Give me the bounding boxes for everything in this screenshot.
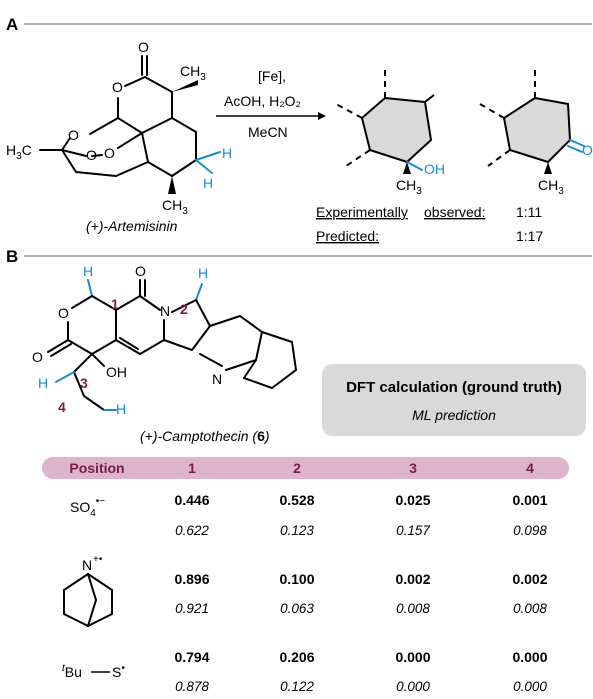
atom-o-ketal: O <box>68 127 79 143</box>
product-ch3-a: CH3 <box>396 177 422 197</box>
legend-ml-label: ML prediction <box>412 407 496 423</box>
table-values: 0.446 0.528 0.025 0.001 0.622 0.123 0.157 0.098… <box>174 492 547 694</box>
reagent-tbus: tBu S• <box>62 663 125 680</box>
panel-a: A O O CH3 H <box>6 15 593 244</box>
dft-value-r3-c2: 0.206 <box>279 649 314 665</box>
header-2: 2 <box>293 460 301 476</box>
observed-label: observed: <box>424 204 485 220</box>
header-1: 1 <box>188 460 196 476</box>
product-oh: OH <box>424 161 445 177</box>
atom-o-carbonyl-E: O <box>32 349 43 365</box>
ml-value-r1-c1: 0.622 <box>175 523 209 538</box>
header-3: 3 <box>409 460 417 476</box>
atom-oh: OH <box>106 364 127 380</box>
svg-text:+•: +• <box>93 554 103 565</box>
header-4: 4 <box>526 460 534 476</box>
ml-value-r2-c1: 0.921 <box>175 601 209 616</box>
atom-o-peroxide-2: O <box>86 147 97 163</box>
atom-o-lactone: O <box>112 79 123 95</box>
atom-h-pos3: H <box>38 375 48 391</box>
atom-o-carbonyl: O <box>138 39 149 55</box>
dft-value-r2-c1: 0.896 <box>174 571 209 587</box>
atom-h-pos2: H <box>198 265 208 281</box>
predicted-label: Predicted: <box>316 228 379 244</box>
atom-h-pos1: H <box>83 263 93 279</box>
dft-value-r1-c4: 0.001 <box>512 492 547 508</box>
dft-value-r1-c1: 0.446 <box>174 492 209 508</box>
header-position: Position <box>69 460 124 476</box>
position-2-label: 2 <box>180 301 188 317</box>
ml-value-r2-c4: 0.008 <box>513 601 547 616</box>
predicted-ratio: 1:17 <box>516 228 543 244</box>
legend-dft-label: DFT calculation (ground truth) <box>346 379 562 396</box>
position-4-label: 4 <box>58 399 66 415</box>
reagent-sulfate: SO4•− <box>70 496 105 519</box>
ml-value-r2-c3: 0.008 <box>396 601 430 616</box>
ml-value-r3-c4: 0.000 <box>513 679 547 694</box>
product-ketone: O CH3 <box>479 66 593 197</box>
ml-value-r3-c3: 0.000 <box>396 679 430 694</box>
atom-h-blue-2: H <box>203 175 213 191</box>
panel-b-label: B <box>6 247 18 266</box>
artemisinin-name: (+)-Artemisinin <box>86 218 178 234</box>
experimental-label: Experimentally <box>316 204 408 220</box>
atom-n-pyridone: N <box>160 303 170 319</box>
atom-h-pos4: H <box>116 401 126 417</box>
table-header-bar <box>42 457 569 479</box>
product-o: O <box>582 142 593 158</box>
dft-value-r3-c3: 0.000 <box>395 649 430 665</box>
atom-o-pyridone: O <box>135 263 146 279</box>
reagent-line-3: MeCN <box>248 124 288 140</box>
dft-value-r1-c3: 0.025 <box>395 492 430 508</box>
dft-value-r1-c2: 0.528 <box>279 492 314 508</box>
position-3-label: 3 <box>80 375 88 391</box>
svg-text:SO4•−: SO4•− <box>70 496 105 519</box>
reagent-line-1: [Fe], <box>258 68 286 84</box>
panel-a-label: A <box>6 15 18 34</box>
dft-value-r2-c4: 0.002 <box>512 571 547 587</box>
selectivity-results: Experimentally observed: 1:11 Predicted:… <box>316 204 543 244</box>
svg-text:tBu: tBu <box>62 663 82 680</box>
dft-value-r2-c3: 0.002 <box>395 571 430 587</box>
panel-b: B H O O 1 OH 3 H <box>6 247 592 680</box>
position-1-label: 1 <box>111 296 119 312</box>
ml-value-r3-c1: 0.878 <box>175 679 209 694</box>
atom-h3c: H3C <box>6 142 32 162</box>
selectivity-table: Position 1 2 3 4 SO4•− N +• t <box>42 457 569 680</box>
product-ch3-b: CH3 <box>538 177 564 197</box>
reaction-arrow: [Fe], AcOH, H₂O₂ MeCN <box>216 68 326 140</box>
atom-ch3-bottom: CH3 <box>162 197 188 217</box>
ml-value-r2-c2: 0.063 <box>280 601 314 616</box>
svg-text:N: N <box>82 557 92 573</box>
reagent-line-2: AcOH, H₂O₂ <box>224 93 301 109</box>
ml-value-r1-c3: 0.157 <box>396 523 430 538</box>
atom-o-peroxide-1: O <box>104 145 115 161</box>
atom-h-blue-1: H <box>222 145 232 161</box>
ml-value-r1-c2: 0.123 <box>280 523 314 538</box>
svg-text:S•: S• <box>112 663 125 680</box>
dft-value-r3-c4: 0.000 <box>512 649 547 665</box>
atom-ch3-top: CH3 <box>180 63 206 83</box>
dft-value-r3-c1: 0.794 <box>174 649 209 665</box>
ml-value-r1-c4: 0.098 <box>513 523 547 538</box>
experimental-ratio: 1:11 <box>516 204 542 220</box>
camptothecin-structure: H O O 1 OH 3 H 4 H <box>32 263 297 417</box>
reagent-quinuclidine: N +• <box>63 554 113 627</box>
dft-value-r2-c2: 0.100 <box>279 571 314 587</box>
atom-n-quinoline: N <box>212 371 222 387</box>
atom-o-ringE: O <box>58 305 69 321</box>
ml-value-r3-c2: 0.122 <box>280 679 314 694</box>
product-alcohol: OH CH3 <box>335 66 445 197</box>
legend-box: DFT calculation (ground truth) ML predic… <box>322 364 586 436</box>
camptothecin-name: (+)-Camptothecin (6) <box>140 428 270 444</box>
artemisinin-structure: O O CH3 H H CH3 <box>6 39 232 217</box>
